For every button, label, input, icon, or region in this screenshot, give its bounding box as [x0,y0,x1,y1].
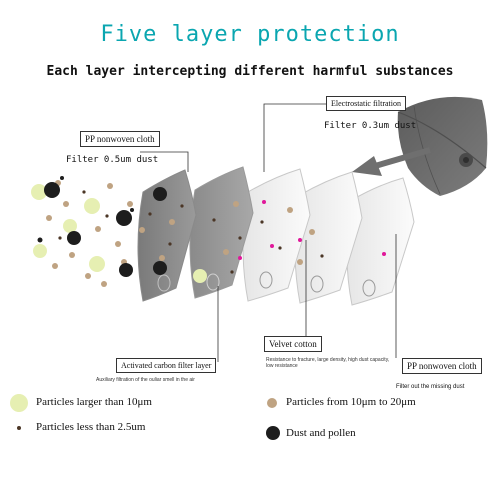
desc-electrostatic: Filter 0.3um dust [324,121,417,131]
legend-symbols [10,394,280,440]
legend-small: Particles less than 2.5um [36,421,146,433]
leader-lines [140,103,397,362]
legend-dust: Dust and pollen [286,427,356,439]
desc-pp-outer: Filter 0.5um dust [66,155,159,165]
layer-pp-outer-panel [137,169,197,302]
diagram-subtitle: Each layer intercepting different harmfu… [46,64,454,79]
label-pp-inner: PP nonwoven cloth [402,358,482,374]
particles-dust-pollen [37,176,167,277]
layer-carbon-panel [189,166,254,299]
particles-medium [46,180,315,287]
legend-large: Particles larger than 10μm [36,396,152,408]
label-pp-outer: PP nonwoven cloth [80,131,160,147]
mask-illustration [397,96,488,196]
particles-large [31,184,207,283]
legend-medium: Particles from 10μm to 20μm [286,396,416,408]
label-carbon: Activated carbon filter layer [116,358,217,373]
diagram-title: Five layer protection [100,22,400,47]
arrow-mask-to-layers [352,147,431,176]
particles-small [58,190,324,274]
valve-rings [157,271,376,297]
desc-velvet: Resistance to fracture, large density, h… [266,357,390,369]
desc-carbon: Auxiliary filtration of the ouliar smell… [96,377,195,383]
particles-magenta [238,200,386,260]
label-velvet: Velvet cotton [264,336,322,352]
layer-electrostatic-panel [242,168,311,302]
desc-pp-inner: Filter out the missing dust [396,384,465,390]
label-electrostatic: Electrostatic filtration [326,96,406,111]
